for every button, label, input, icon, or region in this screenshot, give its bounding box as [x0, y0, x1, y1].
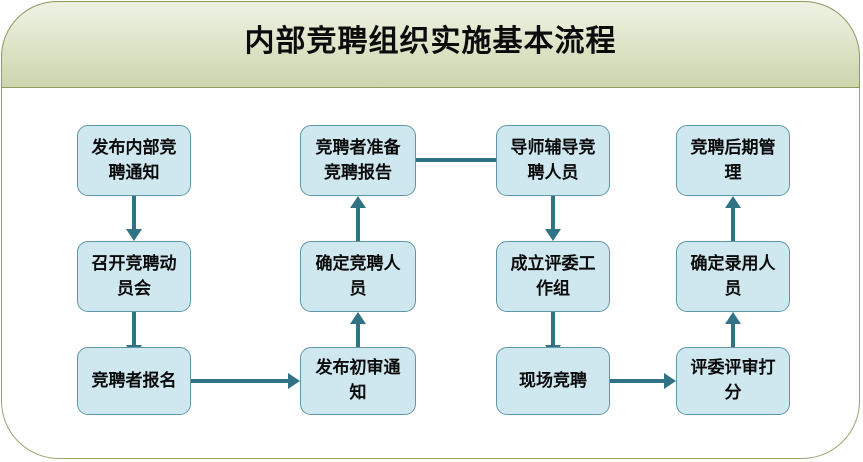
page-title: 内部竞聘组织实施基本流程	[244, 24, 617, 59]
edge-n5-n6	[350, 196, 366, 241]
edge-n4-n5	[350, 312, 366, 357]
node-n10-label: 评委评审打分	[690, 358, 776, 403]
edge-n9-n10	[610, 373, 676, 389]
edge-n3-n4	[191, 373, 300, 389]
node-n3[interactable]: 竞聘者报名	[77, 347, 191, 415]
node-n12[interactable]: 竞聘后期管理	[676, 125, 790, 196]
node-n5-label: 确定竞聘人员	[315, 253, 401, 299]
node-n12-label: 竞聘后期管理	[690, 137, 776, 183]
node-n6-label: 竞聘者准备竞聘报告	[315, 137, 401, 183]
header-banner: 内部竞聘组织实施基本流程	[1, 1, 860, 88]
node-n8[interactable]: 成立评委工作组	[496, 241, 610, 312]
edge-n11-n12	[725, 196, 741, 241]
node-n4-label: 发布初审通知	[315, 358, 401, 403]
edge-n10-n11	[725, 312, 741, 357]
edge-n1-n2	[126, 196, 142, 241]
node-n7[interactable]: 导师辅导竞聘人员	[496, 125, 610, 196]
node-n1-label: 发布内部竞聘通知	[91, 137, 177, 183]
node-n11[interactable]: 确定录用人员	[676, 241, 790, 312]
node-n7-label: 导师辅导竞聘人员	[510, 137, 596, 183]
node-n8-label: 成立评委工作组	[510, 253, 596, 299]
node-n1[interactable]: 发布内部竞聘通知	[77, 125, 191, 196]
node-n6[interactable]: 竞聘者准备竞聘报告	[300, 125, 416, 196]
node-n10[interactable]: 评委评审打分	[676, 347, 790, 415]
edge-n7-n8	[545, 196, 561, 241]
flow-area: 发布内部竞聘通知 召开竞聘动员会 竞聘者报名 竞聘者准备竞聘报告	[0, 88, 863, 462]
node-n9-label: 现场竞聘	[519, 370, 587, 391]
node-n5[interactable]: 确定竞聘人员	[300, 241, 416, 312]
node-n4[interactable]: 发布初审通知	[300, 347, 416, 415]
node-n11-label: 确定录用人员	[690, 253, 776, 299]
node-n9[interactable]: 现场竞聘	[496, 347, 610, 415]
node-n2[interactable]: 召开竞聘动员会	[77, 241, 191, 312]
node-n2-label: 召开竞聘动员会	[91, 253, 177, 299]
node-n3-label: 竞聘者报名	[91, 370, 177, 391]
